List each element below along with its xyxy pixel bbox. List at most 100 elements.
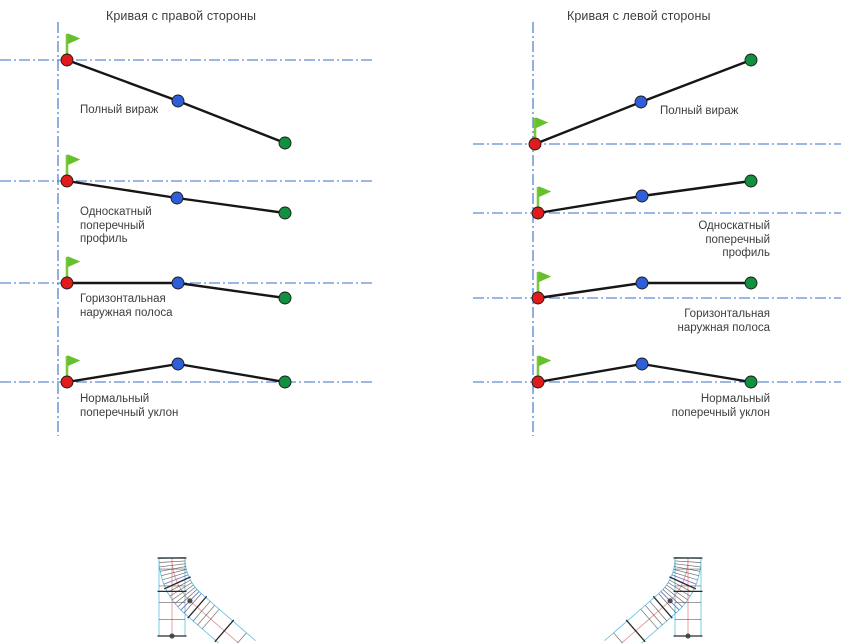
plan-cross-tick	[666, 584, 688, 601]
plan-cross-tick	[674, 566, 700, 572]
plan-cross-tick	[160, 566, 186, 572]
cross-section-1	[528, 53, 758, 151]
cross-section-3	[60, 256, 292, 305]
start-point-icon[interactable]	[60, 174, 74, 188]
cross-section-4	[531, 355, 758, 389]
cross-section-1	[60, 33, 292, 150]
end-point-icon[interactable]	[744, 276, 758, 290]
start-point-icon[interactable]	[60, 53, 74, 67]
plan-right-curve	[157, 557, 256, 643]
end-point-icon[interactable]	[744, 375, 758, 389]
cross-section-3	[531, 271, 758, 305]
start-point-icon[interactable]	[531, 291, 545, 305]
plan-marker-start	[685, 633, 691, 639]
plan-cross-tick	[662, 589, 683, 608]
start-point-icon[interactable]	[528, 137, 542, 151]
plan-cross-tick	[201, 608, 220, 630]
flag-pennant-icon	[67, 256, 81, 268]
plan-cross-tick	[658, 593, 677, 614]
plan-station-tick	[163, 576, 191, 590]
plan-road-edge-left	[640, 557, 702, 643]
plan-cross-tick	[645, 605, 663, 626]
flag-pennant-icon	[67, 355, 81, 367]
plan-station-tick	[669, 576, 697, 590]
end-point-icon[interactable]	[278, 136, 292, 150]
mid-point-icon[interactable]	[635, 189, 649, 203]
flag-pennant-icon	[67, 154, 81, 166]
plan-station-tick	[625, 619, 646, 643]
plan-cross-tick	[159, 560, 186, 563]
cross-section-label: Нормальный поперечный уклон	[671, 393, 770, 419]
plan-cross-tick	[640, 608, 659, 630]
panel-title: Кривая с правой стороны	[106, 9, 257, 23]
plan-cross-tick	[163, 574, 189, 585]
end-point-icon[interactable]	[278, 291, 292, 305]
plan-cross-tick	[167, 579, 191, 593]
cross-section-label: Односкатный поперечный профиль	[698, 220, 770, 259]
plan-cross-tick	[192, 601, 211, 622]
plan-road-body	[604, 557, 701, 643]
end-point-icon[interactable]	[744, 174, 758, 188]
start-point-icon[interactable]	[531, 375, 545, 389]
cross-section-label: Полный вираж	[80, 104, 159, 116]
end-point-icon[interactable]	[278, 206, 292, 220]
plan-cross-tick	[197, 605, 215, 626]
end-point-icon[interactable]	[278, 375, 292, 389]
cross-section-label: Горизонтальная наружная полоса	[677, 308, 770, 334]
plan-cross-tick	[183, 593, 202, 614]
plan-cross-tick	[174, 587, 196, 604]
flag-pennant-icon	[538, 271, 552, 283]
plan-road-body	[159, 557, 256, 643]
plan-cross-tick	[671, 574, 697, 585]
plan-cross-tick	[162, 571, 188, 581]
panel-right-curve	[0, 22, 372, 643]
flag-pennant-icon	[67, 33, 81, 45]
mid-point-icon[interactable]	[634, 95, 648, 109]
plan-cross-tick	[649, 601, 668, 622]
plan-cross-tick	[169, 582, 193, 597]
flag-pennant-icon	[538, 186, 552, 198]
cross-section-label: Односкатный поперечный профиль	[80, 206, 152, 245]
plan-station-tick	[214, 619, 235, 643]
plan-cross-tick	[672, 571, 698, 581]
cross-section-label: Нормальный поперечный уклон	[80, 393, 179, 419]
panel-title: Кривая с левой стороны	[567, 9, 711, 23]
plan-cross-tick	[673, 569, 699, 577]
mid-point-icon[interactable]	[171, 94, 185, 108]
start-point-icon[interactable]	[60, 276, 74, 290]
plan-cross-tick	[159, 563, 186, 568]
plan-cross-tick	[674, 563, 701, 568]
plan-station-tick	[652, 595, 673, 619]
cross-section-label: Полный вираж	[660, 105, 739, 117]
plan-cross-tick	[669, 579, 693, 593]
plan-cross-tick	[674, 560, 701, 563]
end-point-icon[interactable]	[744, 53, 758, 67]
flag-pennant-icon	[535, 117, 549, 129]
start-point-icon[interactable]	[531, 206, 545, 220]
cross-section-2	[531, 174, 758, 220]
mid-point-icon[interactable]	[171, 276, 185, 290]
plan-marker-start	[169, 633, 175, 639]
plan-cross-tick	[177, 589, 198, 608]
cross-section-label: Горизонтальная наружная полоса	[80, 293, 173, 319]
cross-section-2	[60, 154, 292, 220]
plan-left-curve	[604, 557, 703, 643]
mid-point-icon[interactable]	[635, 357, 649, 371]
mid-point-icon[interactable]	[171, 357, 185, 371]
mid-point-icon[interactable]	[170, 191, 184, 205]
plan-station-tick	[187, 595, 208, 619]
plan-road-edge-right	[604, 557, 702, 642]
start-point-icon[interactable]	[60, 375, 74, 389]
mid-point-icon[interactable]	[635, 276, 649, 290]
plan-road-edge-right	[158, 557, 256, 642]
plan-cross-tick	[664, 587, 686, 604]
cross-section-4	[60, 355, 292, 389]
panel-left-curve	[473, 22, 841, 643]
flag-pennant-icon	[538, 355, 552, 367]
plan-cross-tick	[161, 569, 187, 577]
plan-road-edge-left	[158, 557, 220, 643]
plan-cross-tick	[172, 584, 194, 601]
plan-marker-pi	[667, 598, 673, 604]
